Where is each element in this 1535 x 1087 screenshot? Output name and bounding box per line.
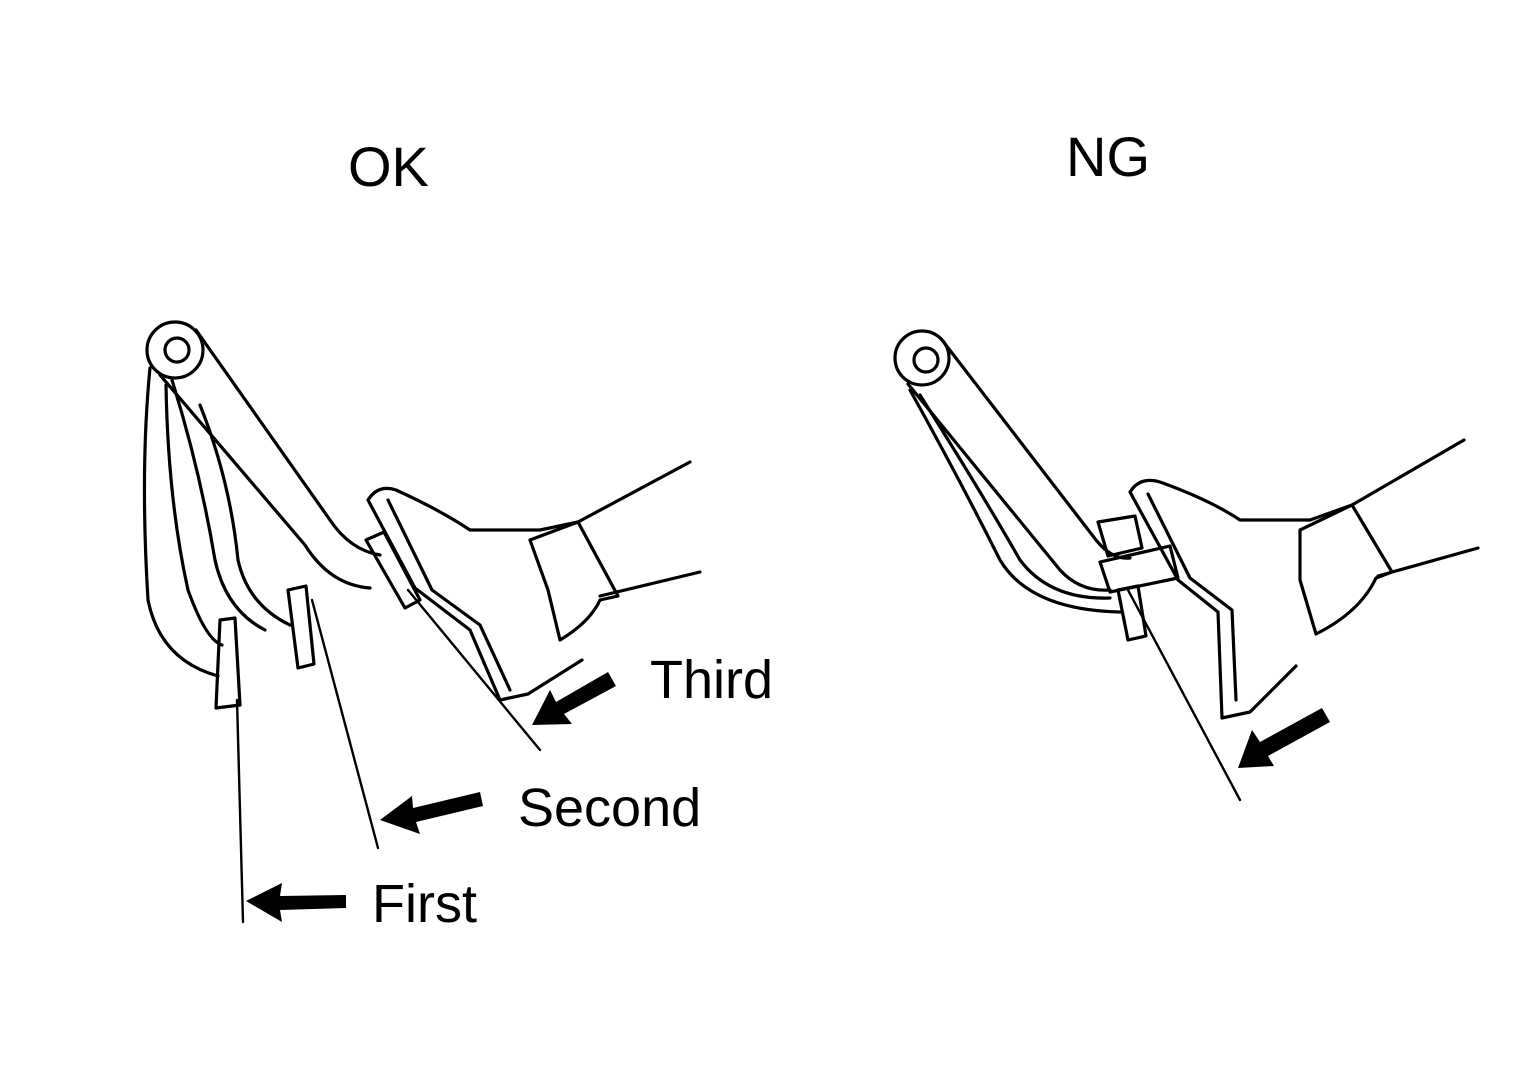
ok-arrow-second [380, 792, 483, 834]
ng-handle [1298, 438, 1480, 636]
ok-arm-lower-edge [158, 373, 372, 590]
step-label-first: First [372, 874, 477, 934]
step-label-second: Second [518, 778, 701, 838]
ng-panel: NG [893, 125, 1480, 802]
ok-arrow-third [532, 672, 616, 725]
ng-loop-1 [908, 388, 1122, 614]
ng-pivot-hole [912, 346, 940, 374]
ok-line-third [406, 588, 542, 752]
ng-loop-2 [918, 393, 1112, 600]
ng-clip-c [1116, 584, 1148, 642]
ng-clip-a [1096, 514, 1144, 558]
ok-handle [528, 460, 702, 642]
ng-lever-drawing [893, 329, 1480, 802]
ok-line-second [310, 598, 380, 850]
ok-bracket [366, 486, 584, 702]
ng-title: NG [1066, 125, 1150, 188]
ok-title: OK [348, 135, 429, 198]
ok-pivot-outer [145, 320, 205, 380]
ng-pivot-outer [893, 329, 951, 387]
ng-arm-upper-edge [940, 338, 1132, 560]
ng-arrow [1238, 708, 1330, 768]
step-label-third: Third [650, 650, 773, 710]
ng-reference-line [1126, 588, 1242, 802]
ok-loop-3 [170, 378, 267, 632]
ok-clip-third [364, 530, 422, 610]
ok-loop-1 [142, 366, 220, 678]
ok-arm-upper-edge [194, 328, 382, 557]
ok-clip-first [214, 616, 242, 710]
ok-pivot-hole [163, 336, 191, 364]
ok-panel: OK [142, 135, 773, 934]
ng-bracket [1128, 478, 1354, 720]
ok-arrow-first [246, 883, 346, 922]
ok-lever-drawing [142, 320, 702, 924]
ok-loop-2 [164, 383, 224, 647]
ok-loop-4 [198, 403, 292, 627]
ng-arm-lower-edge [906, 382, 1112, 592]
ok-clip-second [286, 584, 316, 670]
ok-line-first [235, 698, 245, 924]
